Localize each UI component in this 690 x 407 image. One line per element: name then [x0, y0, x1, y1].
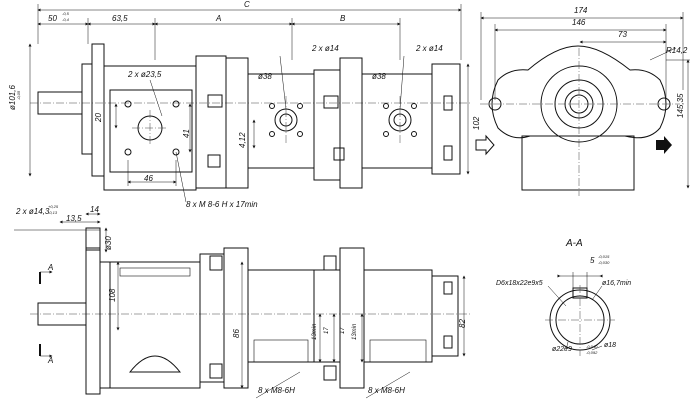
thread-b: 8 x M8-6H [368, 386, 405, 395]
dim-4-12: 4,12 [238, 132, 247, 148]
dim-108: 108 [108, 288, 117, 302]
holes-14-3-tol-lo: -0,13 [48, 210, 58, 215]
dim-20: 20 [94, 113, 103, 122]
dim-63-5: 63,5 [112, 14, 128, 23]
dim-22-tol-up: -0,040 [586, 344, 598, 349]
dim-13-5: 13,5 [66, 214, 82, 223]
dim-82: 82 [458, 319, 467, 328]
dim-13min-b: 13min [352, 323, 358, 340]
dim-102: 102 [472, 116, 481, 130]
dim-c: C [244, 0, 250, 9]
dim-17-a: 17 [324, 327, 330, 334]
holes-23-5: 2 x ø23,5 [128, 70, 162, 79]
dim-73: 73 [618, 30, 627, 39]
dim-146: 146 [572, 18, 586, 27]
dim-101-6-tol: -0,05 [16, 90, 21, 100]
holes-14-a: 2 x ø14 [312, 44, 339, 53]
dim-a: A [216, 14, 222, 23]
front-view [14, 212, 470, 399]
dim-30: ø30 [104, 236, 113, 250]
dim-50-tol-up: -0,5 [62, 11, 69, 16]
dim-174: 174 [574, 6, 588, 15]
thread-a: 8 x M8-6H [258, 386, 295, 395]
holes-14-b: 2 x ø14 [416, 44, 443, 53]
dim-16-7: ø16,7min [602, 280, 632, 287]
dim-145-35: 145,35 [676, 93, 685, 118]
section-a-top: A [48, 263, 54, 272]
dim-38-b: ø38 [372, 72, 386, 81]
dim-17-b: 17 [340, 327, 346, 334]
dim-41: 41 [182, 129, 191, 138]
holes-14-3-tol-up: +0,25 [48, 204, 59, 209]
dim-14: 14 [90, 205, 99, 214]
dim-22-tol-lo: -0,092 [586, 350, 598, 355]
key-tol-lo: -0,030 [598, 260, 610, 265]
dim-50-tol-lo: -0,4 [62, 17, 69, 22]
dim-18: ø18 [604, 342, 617, 349]
spline-label: D6x18x22e9x5 [496, 280, 543, 287]
section-title: A-A [566, 238, 583, 249]
side-view [475, 12, 690, 196]
dim-38-a: ø38 [258, 72, 272, 81]
dim-13min-a: 13min [312, 323, 318, 340]
key-tol-up: -0,015 [598, 254, 610, 259]
dim-86: 86 [232, 329, 241, 338]
dim-b: B [340, 14, 346, 23]
section-a-a [545, 272, 615, 356]
dim-50: 50 [48, 14, 57, 23]
section-a-bot: A [48, 356, 54, 365]
dim-r14-2: R14,2 [666, 46, 688, 55]
top-view [28, 4, 470, 203]
key-width: 5 [590, 256, 595, 265]
dim-46: 46 [144, 174, 153, 183]
holes-14-3: 2 x ø14,3 [16, 207, 50, 216]
dim-22: ø22e9 [552, 346, 572, 353]
thread-note: 8 x M 8-6 H x 17min [186, 200, 258, 209]
